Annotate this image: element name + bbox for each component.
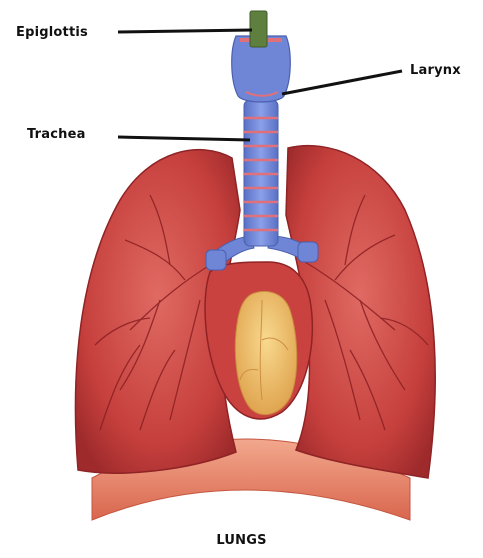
diagram-caption: LUNGS — [0, 533, 483, 548]
label-epiglottis: Epiglottis — [16, 25, 88, 40]
trachea-leader-line — [118, 137, 250, 140]
heart-fat — [235, 291, 296, 414]
epiglottis-leader-line — [118, 30, 252, 32]
label-larynx: Larynx — [410, 63, 461, 78]
label-trachea: Trachea — [27, 127, 86, 142]
larynx-leader-line — [282, 71, 402, 94]
epiglottis — [250, 11, 267, 47]
